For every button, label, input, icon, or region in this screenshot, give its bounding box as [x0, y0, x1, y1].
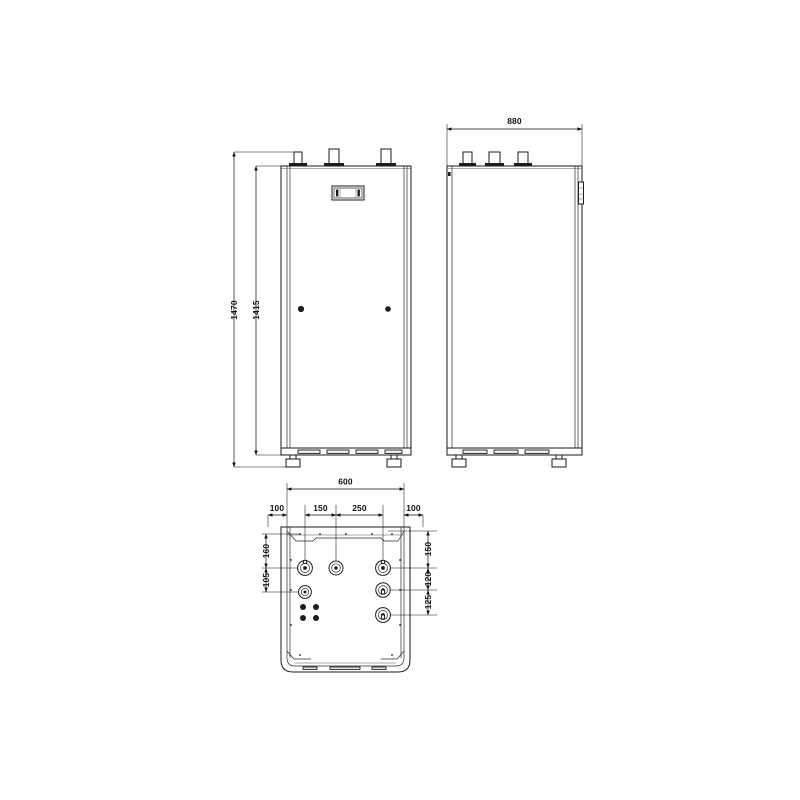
front-view-control-panel: [331, 185, 365, 201]
dimension-value-right-offset-2: 120: [423, 572, 433, 587]
dimension-value-offset-left: 100: [270, 503, 285, 513]
dimension-value-left-offset-2: 105: [261, 573, 271, 588]
dimension-value-spacing-1: 150: [313, 503, 328, 513]
dimension-value-offset-right: 100: [406, 503, 421, 513]
front-view: [280, 148, 412, 468]
front-view-top-pipe-stubs: [289, 148, 396, 166]
top-view: [280, 526, 411, 673]
top-view-center-port: [328, 560, 344, 576]
side-view-cabinet-body: [446, 165, 583, 449]
top-view-front-rail: [286, 559, 405, 670]
dimension-value-right-offset-1: 150: [423, 542, 433, 557]
dimension-value-height-body: 1415: [251, 300, 261, 320]
top-view-left-ports: [297, 559, 313, 599]
top-view-mounting-bracket: [286, 530, 405, 542]
side-view-base-and-feet: [446, 447, 583, 468]
dimension-value-depth-overall: 880: [507, 116, 522, 126]
dimension-value-left-offset-1: 160: [261, 544, 271, 559]
side-view: [446, 151, 584, 468]
dimension-value-height-overall: 1470: [229, 300, 239, 320]
top-view-cable-glands: [300, 604, 319, 621]
top-view-outer-body: [280, 526, 411, 673]
dimension-group-front-view: 1470 1415: [229, 151, 295, 468]
dimension-value-spacing-2: 250: [352, 503, 367, 513]
side-view-hinge-detail: [578, 181, 584, 205]
front-view-base-and-feet: [280, 447, 412, 468]
top-view-right-ports: [375, 559, 391, 623]
front-view-plugs: [297, 305, 391, 313]
dimension-value-width-overall: 600: [338, 477, 353, 487]
dimension-group-side-view: 880: [446, 116, 583, 166]
side-view-top-pipe-stubs: [459, 151, 532, 166]
dimension-value-right-offset-3: 125: [423, 595, 433, 610]
dimension-group-top-view: 600 100 150 250 100 160 105: [261, 477, 437, 616]
